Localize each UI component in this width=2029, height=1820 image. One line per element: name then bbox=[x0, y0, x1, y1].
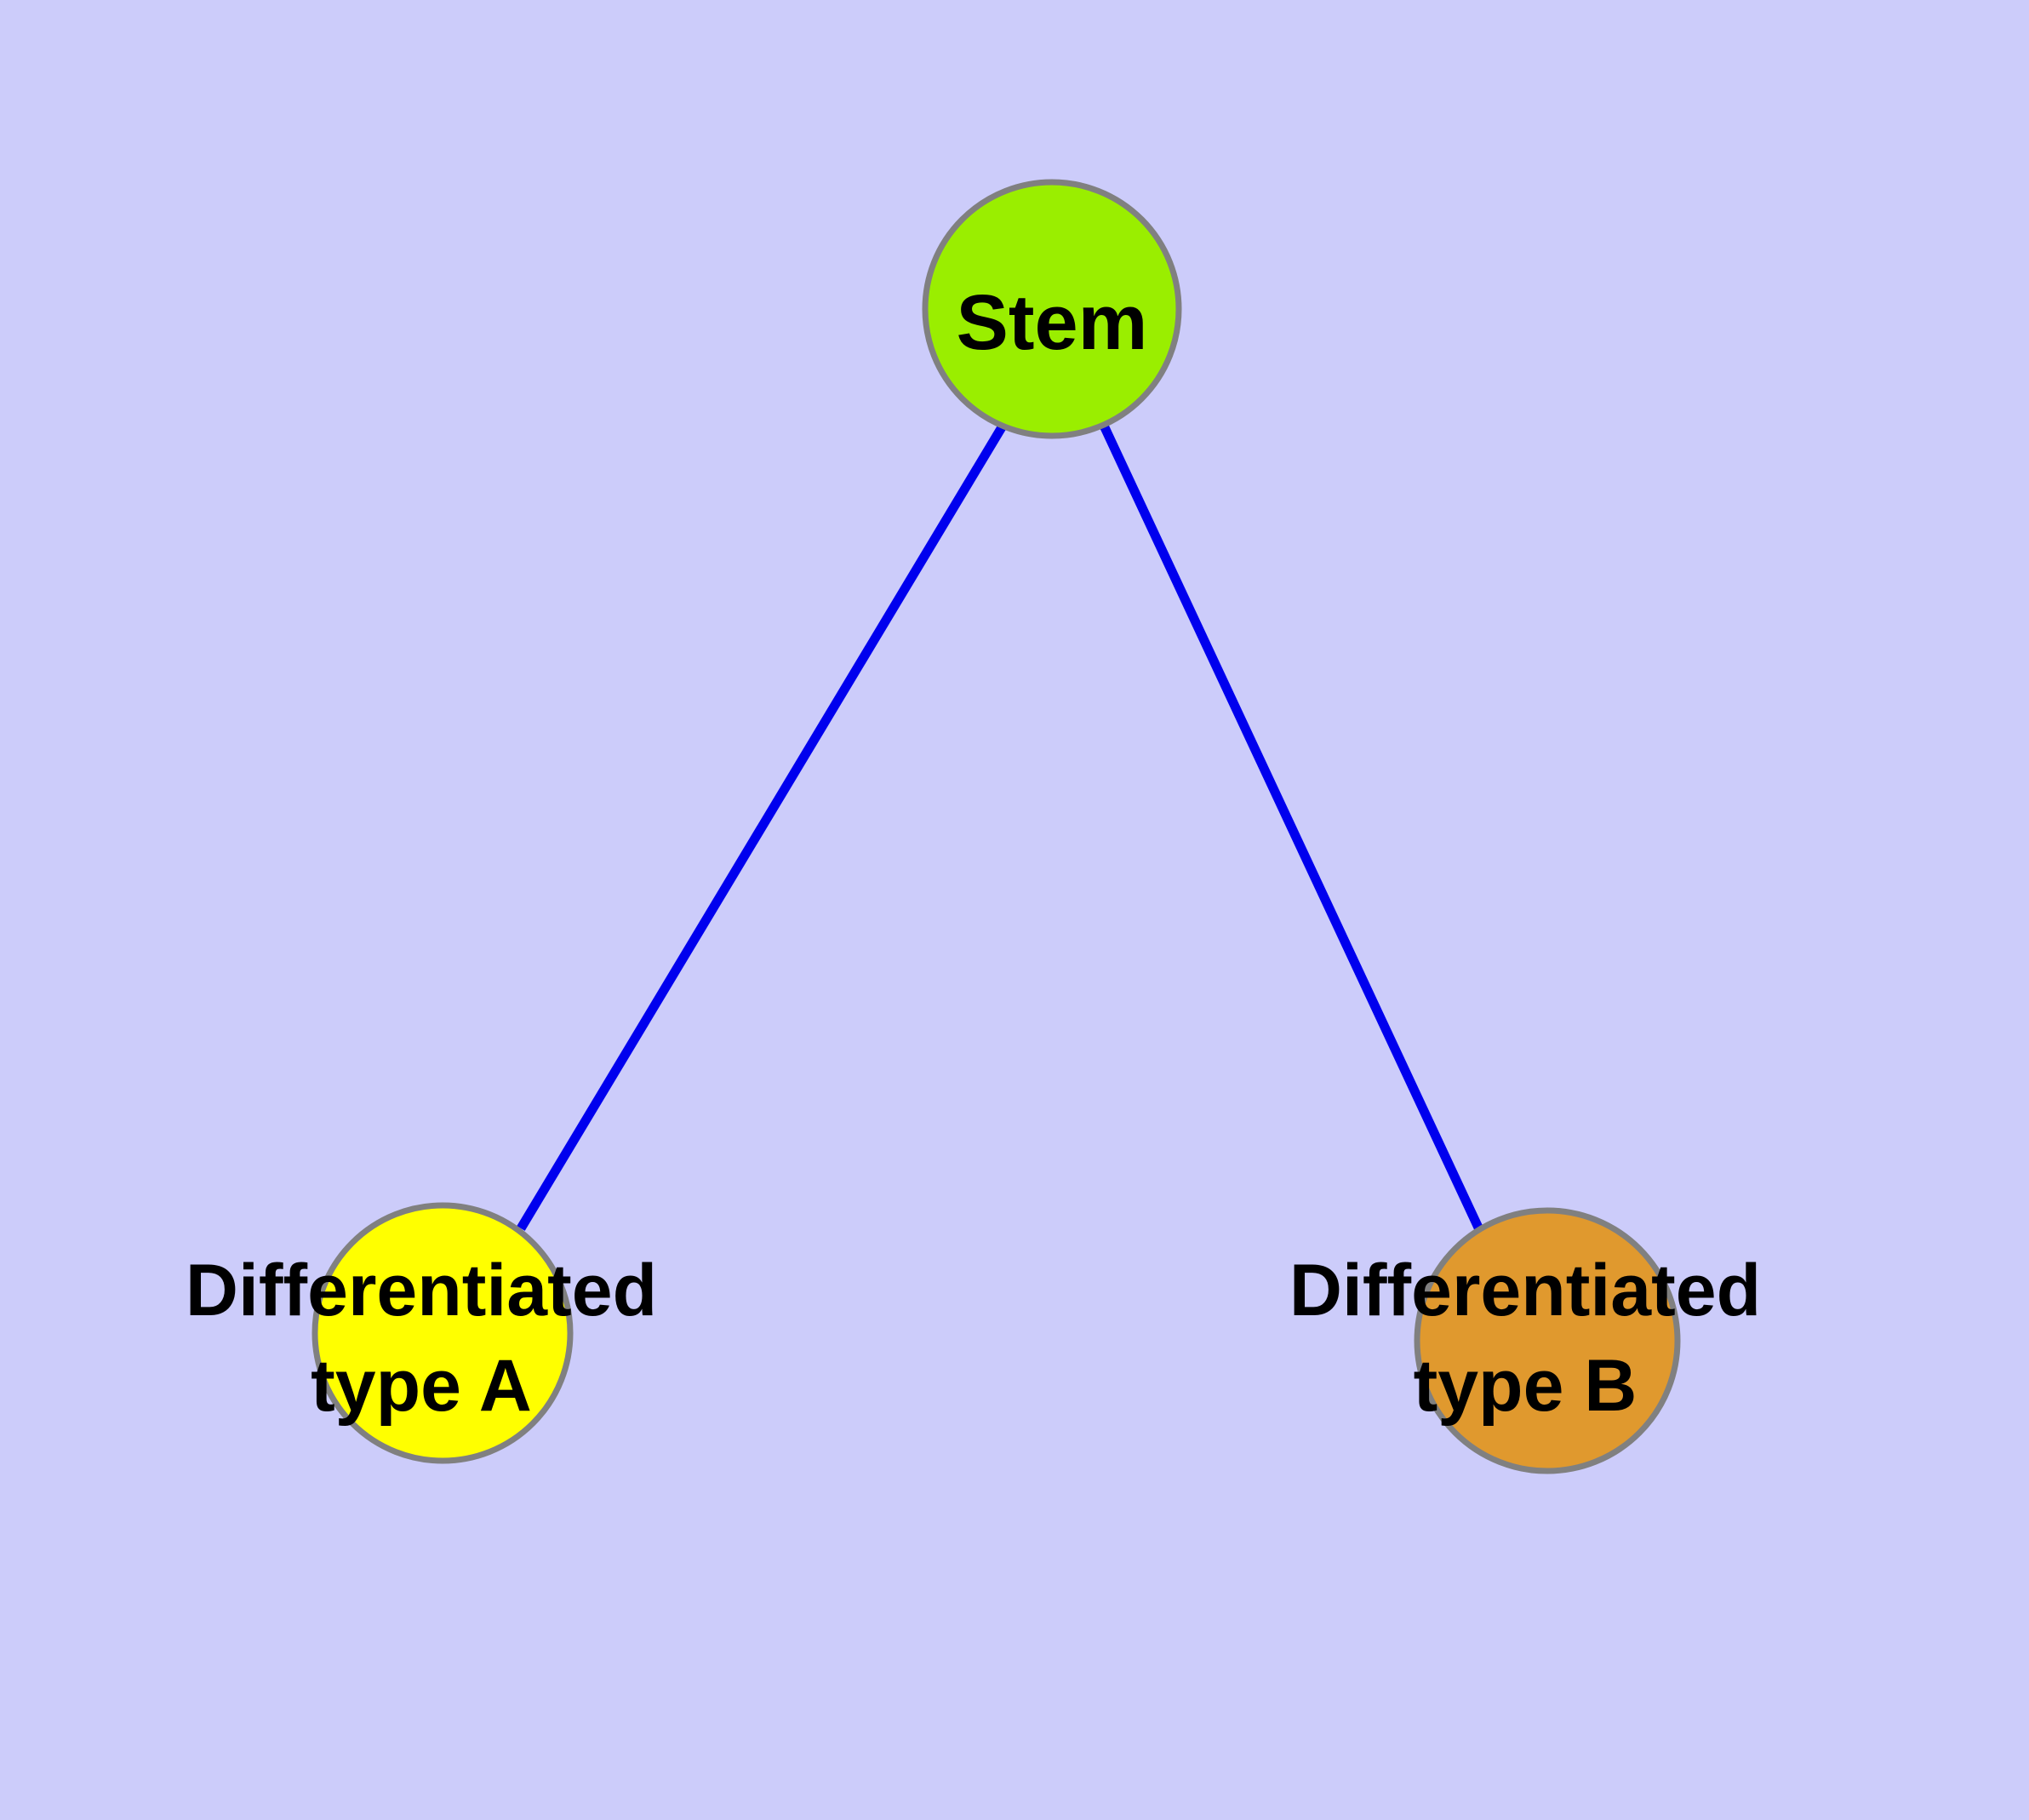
node-differentiated-type-a[interactable] bbox=[311, 1202, 574, 1464]
edge-stem-to-differentiated-type-a[interactable] bbox=[517, 421, 1009, 1231]
label-layer: Stem Differentiated type A Differentiate… bbox=[186, 279, 1761, 1427]
node-label-differentiated-type-a-line1: Differentiated bbox=[186, 1250, 657, 1331]
node-stem[interactable] bbox=[922, 179, 1182, 439]
node-label-differentiated-type-b-line2: type B bbox=[1414, 1345, 1637, 1427]
node-circle-stem[interactable] bbox=[922, 179, 1182, 439]
node-layer bbox=[311, 179, 1681, 1474]
edge-layer bbox=[517, 421, 1483, 1231]
node-circle-differentiated-type-a[interactable] bbox=[311, 1202, 574, 1464]
node-differentiated-type-b[interactable] bbox=[1414, 1207, 1681, 1474]
node-label-differentiated-type-b-line1: Differentiated bbox=[1289, 1250, 1761, 1331]
node-circle-differentiated-type-b[interactable] bbox=[1414, 1207, 1681, 1474]
node-label-differentiated-type-a-line2: type A bbox=[311, 1345, 532, 1427]
node-label-stem: Stem bbox=[957, 279, 1148, 366]
edge-stem-to-differentiated-type-b[interactable] bbox=[1100, 423, 1483, 1230]
